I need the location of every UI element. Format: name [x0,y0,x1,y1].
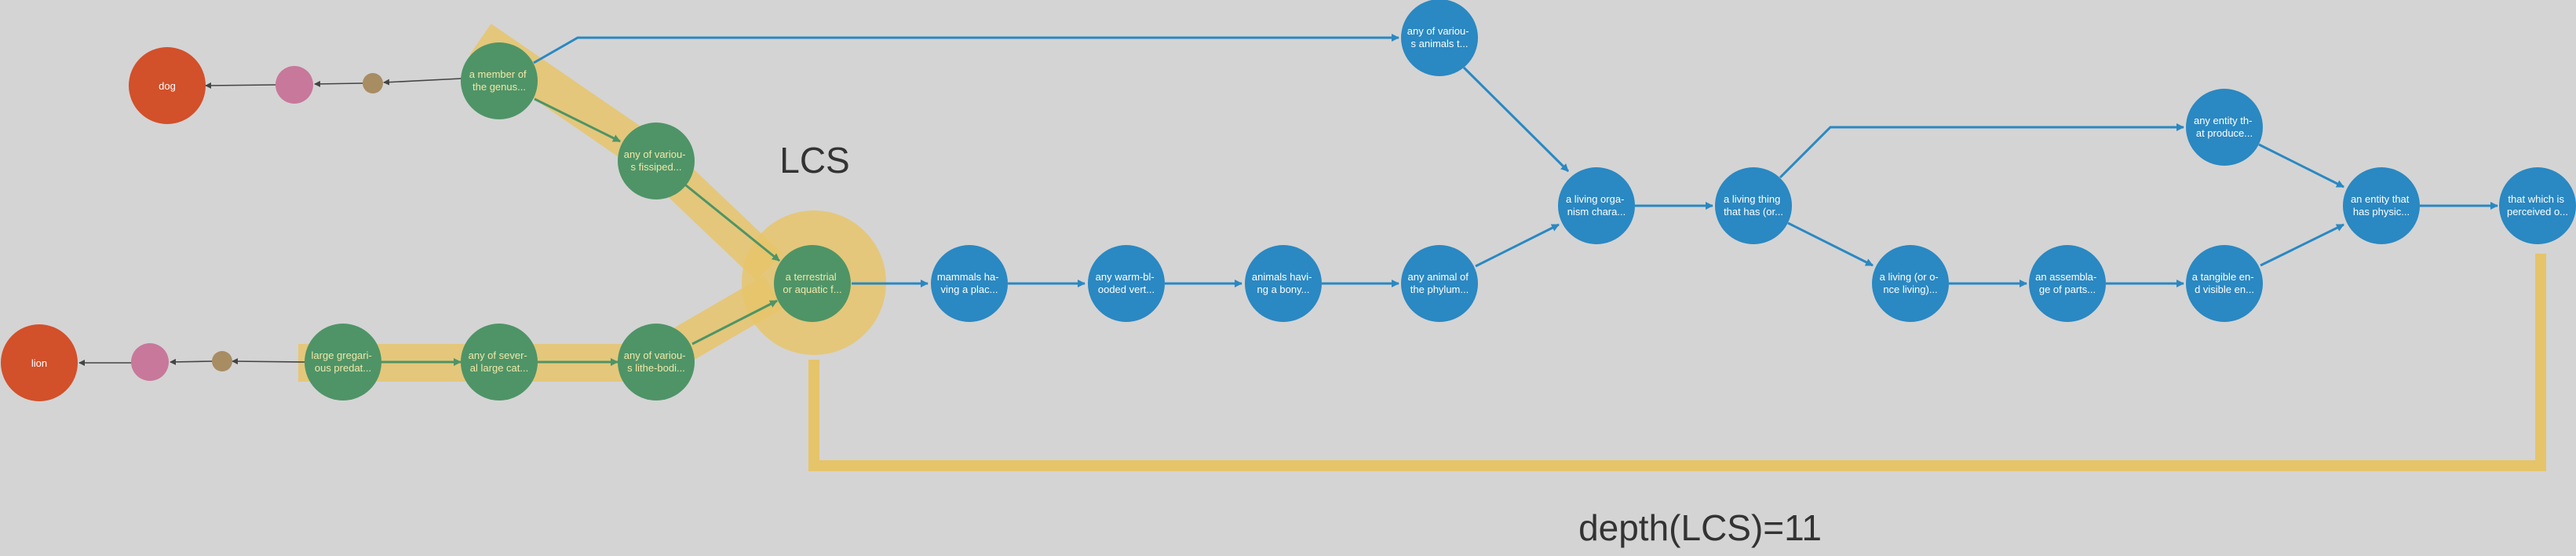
synset-label-assembly: an assembla- ge of parts... [2035,271,2100,295]
synset-node-dog2[interactable] [618,123,695,199]
synset-label-lion3: any of variou- s lithe-bodi... [624,349,688,374]
synset-node-lion3[interactable] [618,324,695,401]
synset-node-produce[interactable] [2186,89,2263,166]
hypernym-edges [379,34,2498,366]
synset-label-lion1: large gregari- ous predat... [312,349,375,374]
synset-node-lion2[interactable] [461,324,538,401]
synset-label-living: a living thing that has (or... [1724,193,1783,218]
edge-living-produce [1779,123,2184,179]
synset-label-warm: any warm-bl- ooded vert... [1096,271,1158,295]
edge-living-living2 [1787,221,1874,267]
synset-node-phylum[interactable] [1401,245,1478,322]
sense-node-lion[interactable] [131,343,169,381]
synset-node-warm[interactable] [1088,245,1165,322]
synset-label-dog2: any of variou- s fissiped... [624,148,688,173]
depth-bracket [808,254,2546,471]
synset-label-entity: an entity that has physic... [2351,193,2412,218]
depth-annotation: depth(LCS)=11 [1578,507,1822,548]
lcs-annotation: LCS [779,140,849,181]
synset-node-organism[interactable] [1558,167,1635,244]
edge-tangible-entity [2260,223,2344,267]
synset-node-perceived[interactable] [2499,167,2576,244]
synset-node-living2[interactable] [1872,245,1949,322]
edge-dog1-dog2 [534,97,621,143]
edge-lemma-to-sense-lion [170,358,213,365]
synset-label-dog1: a member of the genus... [469,68,530,93]
word-nodes: dog lion [1,47,383,401]
edge-lemma-to-synset-dog [383,78,462,86]
edge-dog2-lcs [681,181,780,262]
synset-node-living[interactable] [1715,167,1792,244]
synset-label-mammal: mammals ha- ving a plac... [937,271,1002,295]
synset-node-animals[interactable] [1401,0,1478,76]
edge-phylum-organism [1475,223,1560,268]
synset-node-mammal[interactable] [931,245,1008,322]
synset-label-bony: animals havi- ng a bony... [1252,271,1315,295]
word-node-dog[interactable] [129,47,206,124]
lemma-node-lion[interactable] [212,351,232,371]
synset-label-living2: a living (or o- nce living)... [1880,271,1942,295]
synset-node-lion1[interactable] [305,324,381,401]
edge-sense-to-dog [205,82,277,89]
synset-node-lcs[interactable] [774,245,851,322]
synset-node-bony[interactable] [1245,245,1322,322]
edge-dog1-animals [533,34,1399,64]
synset-label-tangible: a tangible en- d visible en... [2192,271,2257,295]
synset-label-phylum: any animal of the phylum... [1408,271,1472,295]
lemma-node-dog[interactable] [363,73,383,93]
synset-label-produce: any entity th- at produce... [2194,115,2255,139]
synset-node-dog1[interactable] [461,42,538,119]
word-node-lion[interactable] [1,324,78,401]
sense-node-dog[interactable] [275,66,313,104]
ancestor-nodes: mammals ha- ving a plac... any warm-bl- … [931,0,2576,322]
word-label-lion: lion [31,357,47,369]
edge-lemma-to-sense-dog [314,80,363,87]
synset-node-entity[interactable] [2343,167,2420,244]
synset-node-assembly[interactable] [2029,245,2106,322]
edge-lion3-lcs [691,299,778,346]
edge-produce-entity [2258,143,2344,188]
synset-label-lion2: any of sever- al large cat... [469,349,531,374]
synset-label-animals: any of variou- s animals t... [1407,25,1472,49]
word-label-dog: dog [159,80,176,92]
edge-lemma-to-synset-lion [232,358,307,365]
synset-label-lcs: a terrestrial or aquatic f... [783,271,841,295]
synset-label-perceived: that which is perceived o... [2507,193,2568,218]
word-edges [78,78,462,366]
synset-node-tangible[interactable] [2186,245,2263,322]
synset-label-organism: a living orga- nism chara... [1566,193,1627,218]
synset-nodes: a member of the genus... any of variou- … [305,42,851,401]
edge-animals-organism [1462,66,1570,173]
